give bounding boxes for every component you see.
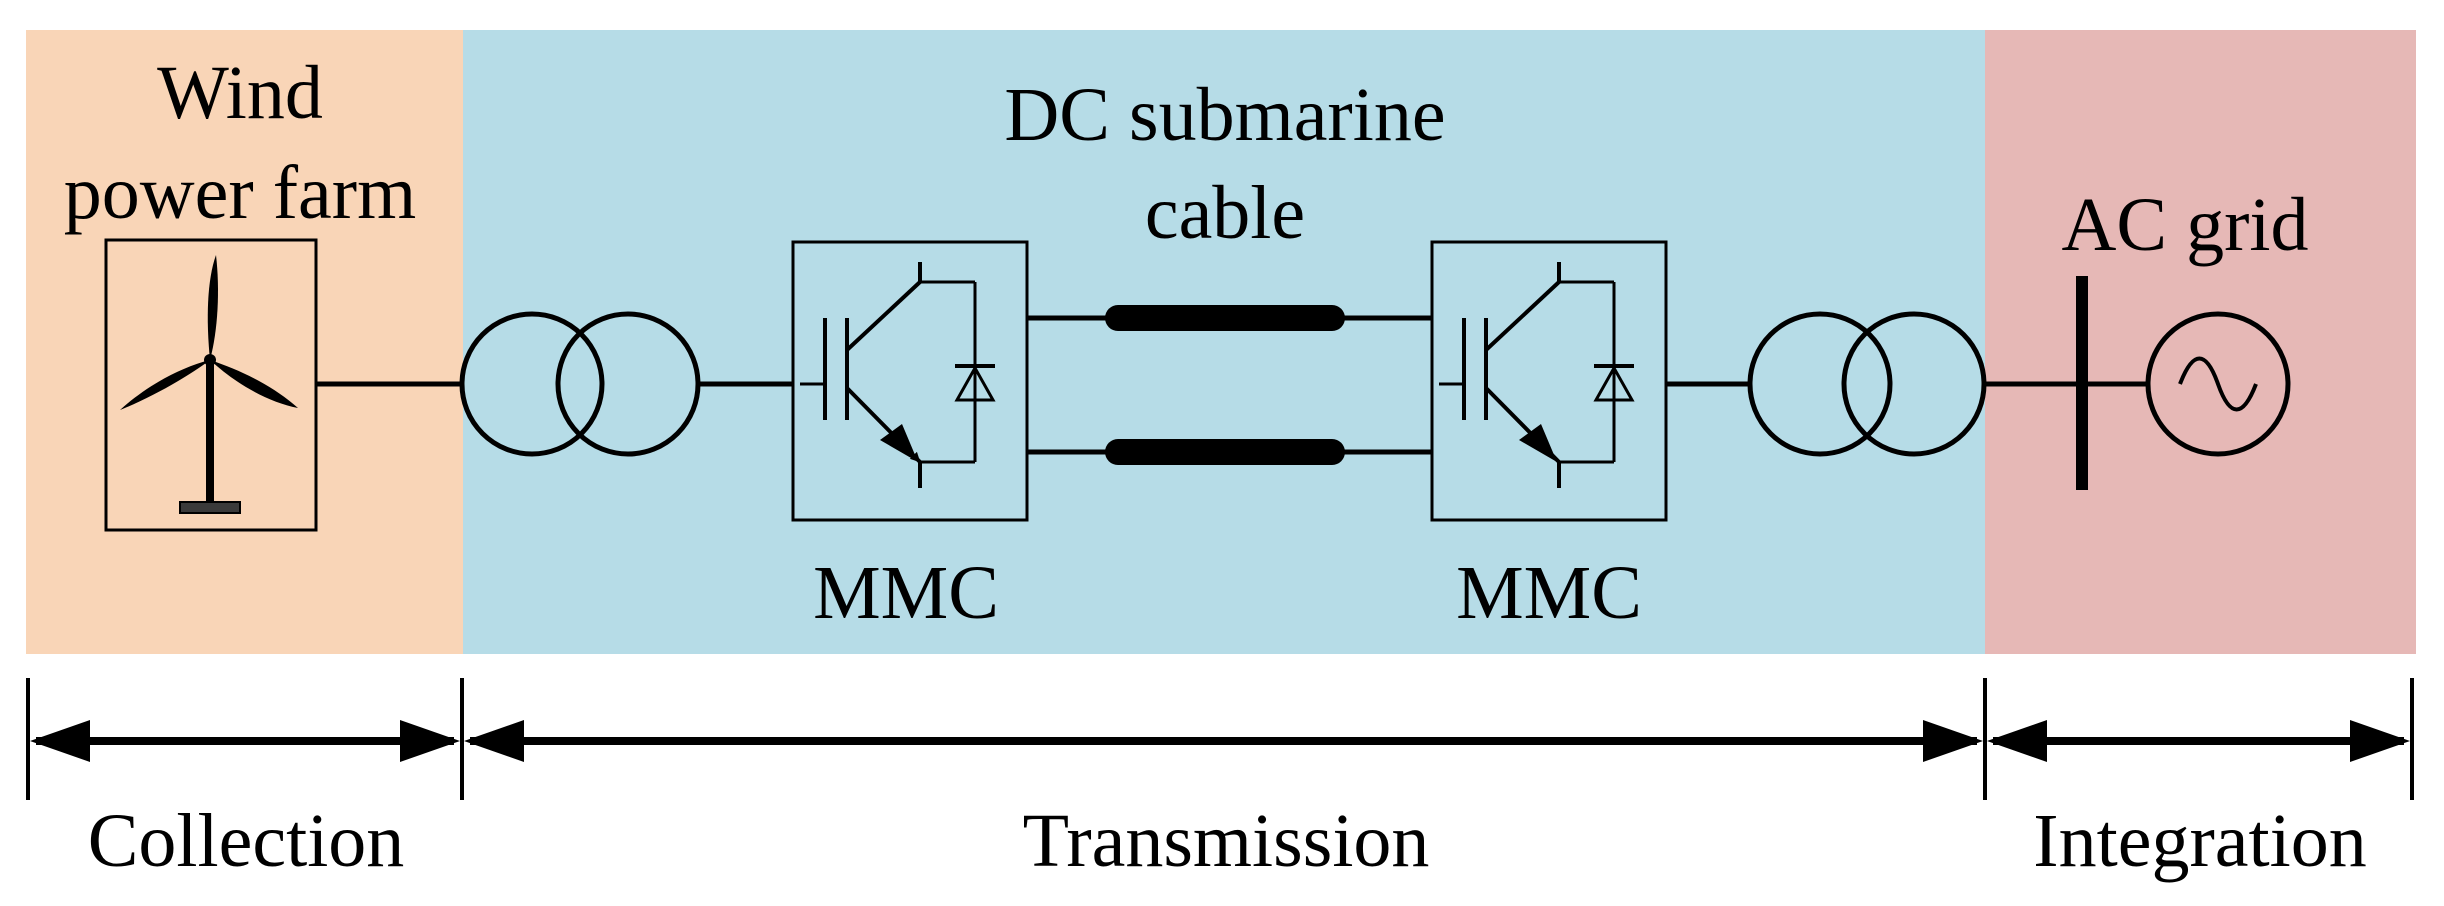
dc-submarine-cable [1027, 305, 1432, 465]
ac-grid-label: AC grid [2062, 183, 2309, 267]
integration-span-arrow [1987, 720, 2410, 762]
integration-region [1985, 30, 2416, 654]
mmc-left-label: MMC [813, 551, 999, 635]
mmc-right [1430, 240, 1668, 522]
wind-turbine-icon [104, 238, 318, 532]
wind-farm-label-line1: Wind [157, 51, 323, 135]
mmc-left [791, 240, 1029, 522]
span-markers [26, 678, 2414, 800]
collection-span-label: Collection [88, 799, 405, 883]
integration-span-label: Integration [2033, 799, 2366, 883]
mmc-right-label: MMC [1456, 551, 1642, 635]
collection-region [26, 30, 463, 654]
ac-source-icon [2145, 311, 2291, 457]
cable-label-line1: DC submarine [1004, 73, 1445, 157]
wind-farm-label-line2: power farm [64, 151, 416, 235]
cable-label-line2: cable [1145, 171, 1305, 255]
transmission-span-label: Transmission [1023, 799, 1430, 883]
collection-span-arrow [30, 720, 460, 762]
transmission-span-arrow [464, 720, 1983, 762]
igbt-diode-icon [800, 262, 996, 488]
transmission-region [463, 30, 1985, 654]
igbt-diode-icon [1439, 262, 1635, 488]
